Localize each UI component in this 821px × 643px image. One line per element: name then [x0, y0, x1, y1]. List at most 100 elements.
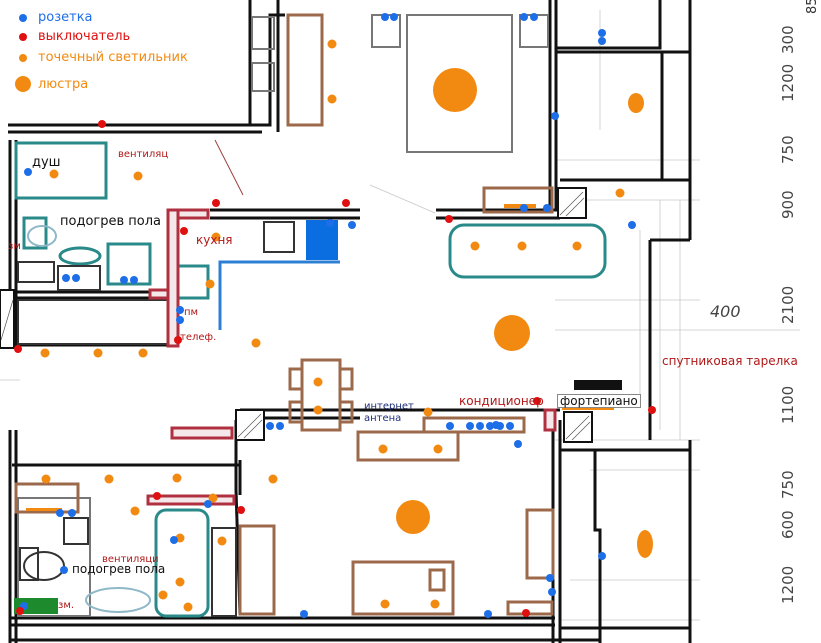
socket	[130, 276, 138, 284]
spot-light	[433, 444, 443, 454]
label-zm-bottom: зм.	[58, 600, 75, 611]
socket	[486, 422, 494, 430]
socket	[446, 422, 454, 430]
spot-light	[41, 474, 51, 484]
spot-light	[208, 493, 218, 503]
kitchen-counter	[218, 260, 340, 330]
socket	[381, 13, 389, 21]
socket	[506, 422, 514, 430]
socket	[326, 219, 334, 227]
socket	[176, 316, 184, 324]
socket	[60, 566, 68, 574]
socket	[72, 274, 80, 282]
socket	[543, 204, 551, 212]
spot-light	[104, 474, 114, 484]
label-vent-top: вентиляц	[118, 149, 169, 160]
switch	[237, 506, 245, 514]
partitions-red	[146, 208, 557, 506]
spot-light	[183, 602, 193, 612]
switch	[14, 345, 22, 353]
dimension-label: 750	[779, 135, 797, 164]
socket	[546, 574, 554, 582]
spot-light	[615, 188, 625, 198]
socket	[120, 276, 128, 284]
socket	[56, 509, 64, 517]
fixtures-dark	[17, 221, 295, 617]
legend-switch-icon	[19, 33, 27, 41]
dimension-label: 900	[779, 190, 797, 219]
label-piano: фортепиано	[557, 394, 641, 408]
spot-light	[430, 599, 440, 609]
legend-socket-label: розетка	[38, 10, 93, 25]
label-phone: телеф.	[180, 332, 217, 343]
socket	[466, 422, 474, 430]
switch	[648, 406, 656, 414]
dimension-label: 1200	[779, 565, 797, 604]
spot-light	[517, 241, 527, 251]
label-ac: кондиционер	[459, 394, 544, 408]
sockets	[20, 13, 636, 618]
spot-light	[378, 444, 388, 454]
switch	[445, 215, 453, 223]
spot-light	[313, 405, 323, 415]
legend-chandelier-icon	[15, 76, 31, 92]
socket	[390, 13, 398, 21]
label-internet: интернет антена	[364, 401, 414, 425]
spot-light	[423, 407, 433, 417]
switch	[342, 199, 350, 207]
furniture-brown	[14, 13, 555, 616]
switches	[14, 120, 656, 617]
legend-chandelier-label: люстра	[38, 77, 89, 92]
socket	[514, 440, 522, 448]
satellite-dish-block	[574, 380, 622, 390]
label-floor-heat-top: подогрев пола	[60, 214, 161, 229]
spot-light	[172, 473, 182, 483]
zm-green-block	[14, 598, 58, 614]
socket	[24, 168, 32, 176]
label-pm: пм	[184, 307, 199, 318]
socket	[628, 221, 636, 229]
label-internet-text: интернет антена	[364, 401, 414, 424]
fixtures-grey	[17, 14, 549, 617]
legend-background	[0, 0, 248, 118]
socket	[598, 37, 606, 45]
switch	[16, 607, 24, 615]
label-zm-top: зм	[8, 241, 21, 252]
label-kitchen: кухня	[196, 233, 233, 247]
dimension-label: 750	[779, 470, 797, 499]
switch	[533, 397, 541, 405]
label-shower: душ	[32, 155, 61, 170]
socket	[476, 422, 484, 430]
socket	[598, 552, 606, 560]
spot-light	[251, 338, 261, 348]
switch	[212, 199, 220, 207]
label-vent-bottom: вентиляци	[102, 554, 159, 565]
switch	[98, 120, 106, 128]
socket	[176, 306, 184, 314]
socket	[548, 588, 556, 596]
socket	[484, 610, 492, 618]
dimension-label: 300	[779, 25, 797, 54]
legend-socket-icon	[19, 14, 27, 22]
spot-light	[470, 241, 480, 251]
socket	[520, 13, 528, 21]
legend-spot-icon	[19, 54, 27, 62]
spot-light	[380, 599, 390, 609]
spot-light	[130, 506, 140, 516]
spot-light	[93, 348, 103, 358]
chandeliers	[396, 68, 653, 558]
socket	[62, 274, 70, 282]
switch	[180, 227, 188, 235]
spot-light	[572, 241, 582, 251]
dimension-label: 1200	[779, 63, 797, 102]
socket	[204, 500, 212, 508]
switch	[153, 492, 161, 500]
kitchen-sink	[306, 220, 338, 260]
spot-light	[211, 232, 221, 242]
spot-light	[327, 39, 337, 49]
dim-inner: 400	[710, 302, 741, 321]
dimension-label: 1100	[779, 385, 797, 424]
furniture-teal	[14, 141, 607, 618]
spot-light	[158, 590, 168, 600]
